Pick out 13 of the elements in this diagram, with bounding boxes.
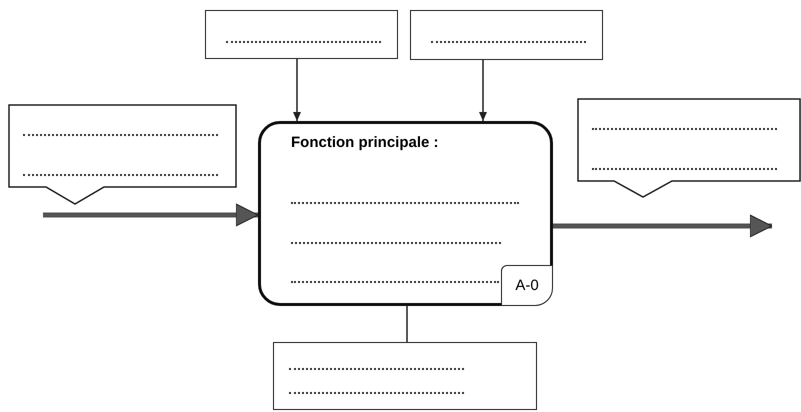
- connector-line: [406, 306, 408, 342]
- input-box: [273, 342, 537, 410]
- callout-box: [8, 104, 237, 205]
- arrow: [553, 214, 772, 238]
- function-box: [258, 121, 553, 306]
- arrow: [293, 59, 301, 121]
- input-box: [410, 10, 603, 60]
- arrow: [43, 204, 258, 226]
- arrow: [479, 60, 487, 121]
- diagram-reference-tag: A-0: [501, 265, 553, 306]
- function-title: Fonction principale :: [291, 134, 439, 151]
- callout-box: [577, 98, 801, 198]
- input-box: [205, 10, 398, 59]
